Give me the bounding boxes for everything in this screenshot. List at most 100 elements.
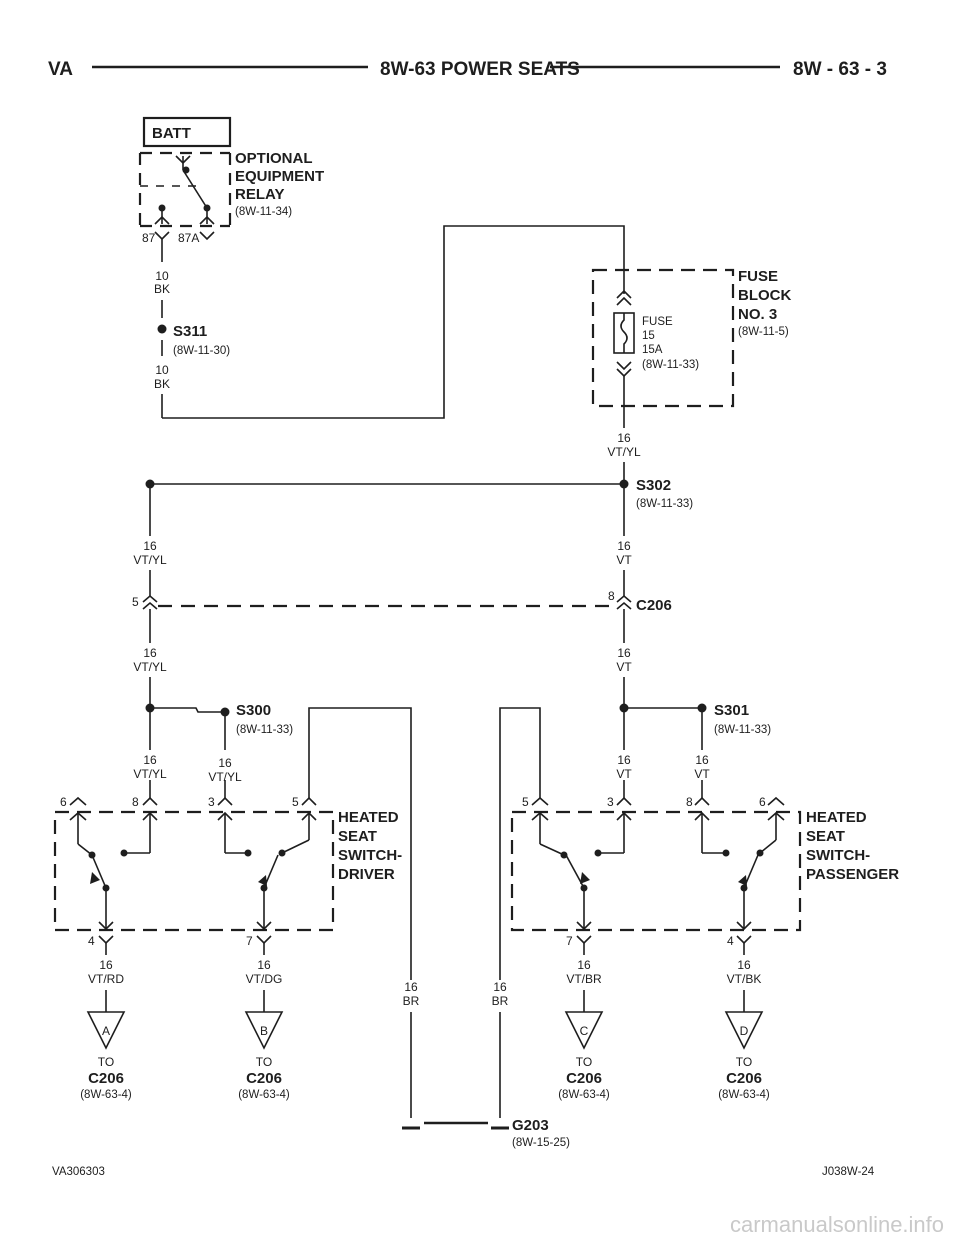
- pin-number: 8: [132, 795, 139, 809]
- g203-name: G203: [512, 1117, 549, 1134]
- pin-number: 8: [686, 795, 693, 809]
- wire-color: VT/DG: [246, 972, 283, 986]
- wire-color: VT: [616, 553, 632, 567]
- fuse-block-ref: (8W-11-5): [738, 326, 789, 338]
- driver-switch-name-3: SWITCH-: [338, 847, 402, 864]
- wire-color: BK: [154, 282, 170, 296]
- wire-color: VT/YL: [133, 767, 167, 781]
- connector-letter: A: [102, 1024, 110, 1038]
- batt-box: [142, 116, 232, 148]
- wire-gauge: 10: [155, 363, 169, 377]
- c206-name: C206: [636, 597, 672, 614]
- fuse-label: FUSE: [642, 316, 673, 328]
- wire-gauge: 16: [143, 539, 157, 553]
- wire-color: VT: [694, 767, 710, 781]
- watermark: carmanualsonline.info: [730, 1212, 944, 1237]
- page-title: 8W-63 POWER SEATS: [380, 59, 580, 80]
- passenger-switch-name-3: SWITCH-: [806, 847, 870, 864]
- wire-gauge: 16: [493, 980, 507, 994]
- wire-gauge: 16: [218, 756, 232, 770]
- pin-number: 6: [60, 795, 67, 809]
- fuse-block-box: [591, 268, 735, 408]
- fuse-number: 15: [642, 330, 655, 342]
- s301-splice-dot: [697, 703, 707, 713]
- header-left: VA: [48, 59, 73, 80]
- connector-letter: D: [740, 1024, 749, 1038]
- s301-ref: (8W-11-33): [714, 724, 771, 736]
- connector-name: C206: [88, 1070, 124, 1087]
- connector-name: C206: [726, 1070, 762, 1087]
- passenger-switch-name-4: PASSENGER: [806, 866, 899, 883]
- fuse-block-name-2: BLOCK: [738, 287, 791, 304]
- s311-ref: (8W-11-30): [173, 345, 230, 357]
- passenger-switch-name-1: HEATED: [806, 809, 867, 826]
- fuse-ref: (8W-11-33): [642, 359, 699, 371]
- fuse-block-name-1: FUSE: [738, 268, 778, 285]
- connector-letter: C: [580, 1024, 589, 1038]
- connector-a-triangle: [86, 1011, 126, 1050]
- wire-gauge: 16: [404, 980, 418, 994]
- passenger-switch-box: [510, 810, 802, 932]
- relay-name-3: RELAY: [235, 186, 284, 203]
- pin-number: 7: [566, 934, 573, 948]
- wire-gauge: 16: [257, 958, 271, 972]
- s302-name: S302: [636, 477, 671, 494]
- footer-left: VA306303: [52, 1166, 105, 1178]
- s302-splice-dot: [619, 479, 629, 489]
- connector-c-triangle: [564, 1011, 604, 1050]
- wire-color: BK: [154, 377, 170, 391]
- g203-ref: (8W-15-25): [512, 1137, 570, 1149]
- driver-switch-name-4: DRIVER: [338, 866, 395, 883]
- pin-number: 6: [759, 795, 766, 809]
- s311-name: S311: [173, 323, 207, 340]
- c206-pin-right: 8: [608, 589, 615, 603]
- wire-color: VT: [616, 767, 632, 781]
- wire-color: VT/YL: [133, 660, 167, 674]
- wire-gauge: 16: [617, 539, 631, 553]
- to-label: TO: [576, 1055, 592, 1069]
- pin-number: 5: [292, 795, 299, 809]
- relay-name-1: OPTIONAL: [235, 150, 313, 167]
- page-number: 8W - 63 - 3: [793, 59, 887, 80]
- footer-right: J038W-24: [822, 1166, 875, 1178]
- s302-ref: (8W-11-33): [636, 498, 693, 510]
- fuse-rating: 15A: [642, 344, 663, 356]
- driver-switch-box: [53, 810, 335, 932]
- c206-pin-left: 5: [132, 595, 139, 609]
- wire-gauge: 16: [695, 753, 709, 767]
- to-label: TO: [256, 1055, 272, 1069]
- connector-d-triangle: [724, 1011, 764, 1050]
- s300-splice-dot: [220, 707, 230, 717]
- to-label: TO: [98, 1055, 114, 1069]
- batt-label: BATT: [152, 125, 191, 142]
- to-label: TO: [736, 1055, 752, 1069]
- pin-number: 5: [522, 795, 529, 809]
- relay-ref: (8W-11-34): [235, 206, 292, 218]
- pin-number: 3: [607, 795, 614, 809]
- pin-number: 4: [88, 934, 95, 948]
- connector-ref: (8W-63-4): [238, 1089, 290, 1101]
- wire-gauge: 16: [143, 646, 157, 660]
- wire-color: VT/BR: [566, 972, 602, 986]
- wire-gauge: 16: [617, 646, 631, 660]
- pin-number: 4: [727, 934, 734, 948]
- wire-color: VT/YL: [607, 445, 641, 459]
- pin-number: 3: [208, 795, 215, 809]
- connector-ref: (8W-63-4): [718, 1089, 770, 1101]
- driver-switch-name-2: SEAT: [338, 828, 377, 845]
- wire-gauge: 16: [737, 958, 751, 972]
- wire-color: VT/RD: [88, 972, 124, 986]
- wire-color: VT/YL: [208, 770, 242, 784]
- s311-splice-dot: [157, 324, 167, 334]
- wire-color: VT: [616, 660, 632, 674]
- wire-color: VT/YL: [133, 553, 167, 567]
- relay-pin-87: 87: [142, 231, 156, 245]
- connector-name: C206: [246, 1070, 282, 1087]
- fuse-block-name-3: NO. 3: [738, 306, 777, 323]
- pin-number: 7: [246, 934, 253, 948]
- wire-gauge: 16: [617, 753, 631, 767]
- passenger-switch-name-2: SEAT: [806, 828, 845, 845]
- s300-ref: (8W-11-33): [236, 724, 293, 736]
- connector-letter: B: [260, 1024, 268, 1038]
